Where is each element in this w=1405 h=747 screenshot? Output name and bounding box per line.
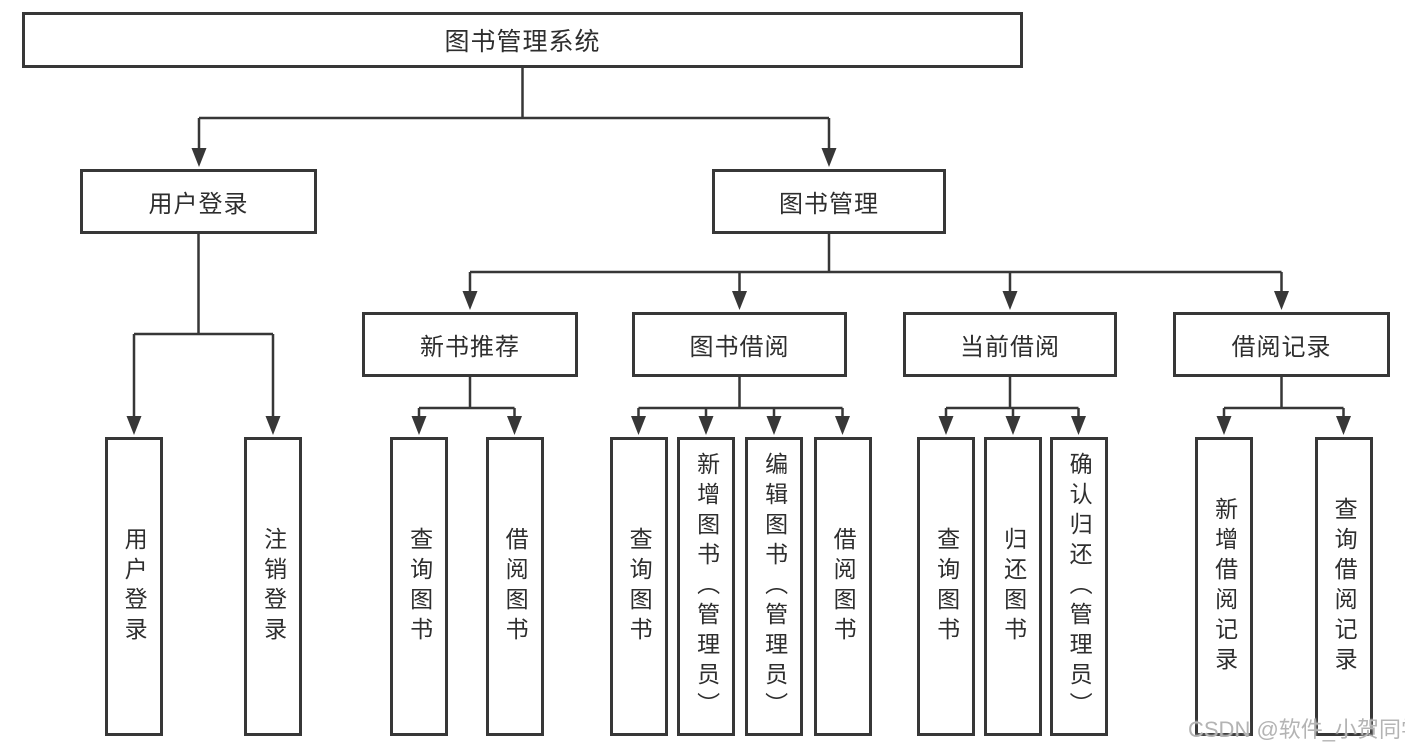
connector-book-borrowing	[637, 375, 844, 418]
arrowheads	[126, 148, 1351, 435]
leaf-query-books-borrowing: 查询图书	[609, 437, 668, 736]
leaf-user-login: 用户登录	[104, 437, 163, 736]
leaf-add-book-admin: 新增图书（管理员）	[677, 437, 735, 736]
node-library-management-system: 图书管理系统	[22, 12, 1023, 68]
connector-new-book-recommendation	[417, 375, 516, 418]
connector-user-login	[132, 232, 275, 418]
leaf-return-book: 归还图书	[984, 437, 1042, 736]
watermark: CSDN @软件_小贺同学	[1188, 717, 1405, 742]
leaf-borrow-books-recommend: 借阅图书	[485, 437, 544, 736]
connector-current-borrowing	[944, 375, 1080, 418]
node-book-management: 图书管理	[712, 169, 946, 234]
leaf-logout: 注销登录	[244, 437, 302, 736]
leaf-borrow-books-borrowing: 借阅图书	[813, 437, 872, 736]
leaf-edit-book-admin: 编辑图书（管理员）	[745, 437, 803, 736]
node-user-login: 用户登录	[80, 169, 317, 234]
connector-borrowing-records	[1222, 375, 1345, 418]
node-current-borrowing: 当前借阅	[903, 312, 1117, 377]
leaf-confirm-return-admin: 确认归还（管理员）	[1049, 437, 1108, 736]
node-new-book-recommendation: 新书推荐	[362, 312, 578, 377]
connector-book-management	[468, 232, 1283, 293]
node-borrowing-records: 借阅记录	[1173, 312, 1390, 377]
leaf-query-books-recommend: 查询图书	[390, 437, 448, 736]
node-book-borrowing: 图书借阅	[632, 312, 847, 377]
connector-root	[197, 66, 831, 150]
leaf-add-borrow-record: 新增借阅记录	[1195, 437, 1253, 736]
leaf-query-books-current: 查询图书	[917, 437, 975, 736]
leaf-query-borrow-record: 查询借阅记录	[1314, 437, 1373, 736]
